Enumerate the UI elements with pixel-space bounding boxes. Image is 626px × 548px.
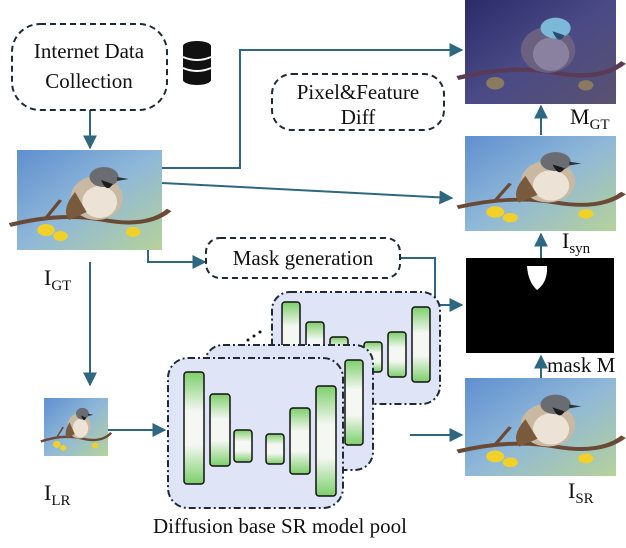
block <box>183 371 205 485</box>
block <box>209 393 231 467</box>
arrow-maskgen-to-mask <box>400 257 464 312</box>
block <box>315 385 337 497</box>
block <box>289 407 311 475</box>
model-pool-label: Diffusion base SR model pool <box>153 514 407 538</box>
label-mgt: MGT <box>570 104 610 133</box>
database-icon <box>182 41 212 85</box>
label-lr: ILR <box>44 480 71 509</box>
mask-generation-node: Mask generation <box>205 237 401 279</box>
model-pool: Diffusion base SR model pool <box>153 291 441 538</box>
ellipsis-dots <box>246 330 262 342</box>
data-collection-line1: Internet Data <box>34 39 145 63</box>
label-mask: mask M <box>547 353 616 377</box>
arrows <box>83 43 548 442</box>
pixel-feature-diff-node: Pixel&Feature Diff <box>271 73 445 131</box>
block <box>344 359 364 446</box>
image-mask <box>466 258 614 353</box>
pixel-feature-diff-line2: Diff <box>341 105 376 129</box>
image-sr <box>457 378 623 476</box>
arrow-gt-to-syn <box>161 182 454 205</box>
data-collection-node: Internet Data Collection <box>11 23 168 111</box>
block <box>387 331 407 378</box>
image-syn <box>457 136 623 231</box>
label-gt: IGT <box>44 265 71 294</box>
arrow-gt-to-maskgen <box>147 250 207 269</box>
mask-generation-label: Mask generation <box>233 246 374 270</box>
image-mgt <box>457 0 623 104</box>
block <box>233 429 253 463</box>
label-sr: ISR <box>568 478 594 507</box>
image-gt <box>10 150 170 250</box>
data-collection-line2: Collection <box>45 69 133 93</box>
block <box>411 306 431 383</box>
arrow-gt-to-mgt <box>162 43 464 169</box>
image-lr <box>39 396 113 458</box>
block <box>265 433 285 465</box>
pixel-feature-diff-line1: Pixel&Feature <box>297 80 419 104</box>
label-syn: Isyn <box>562 228 591 257</box>
model-card-front <box>167 357 344 509</box>
